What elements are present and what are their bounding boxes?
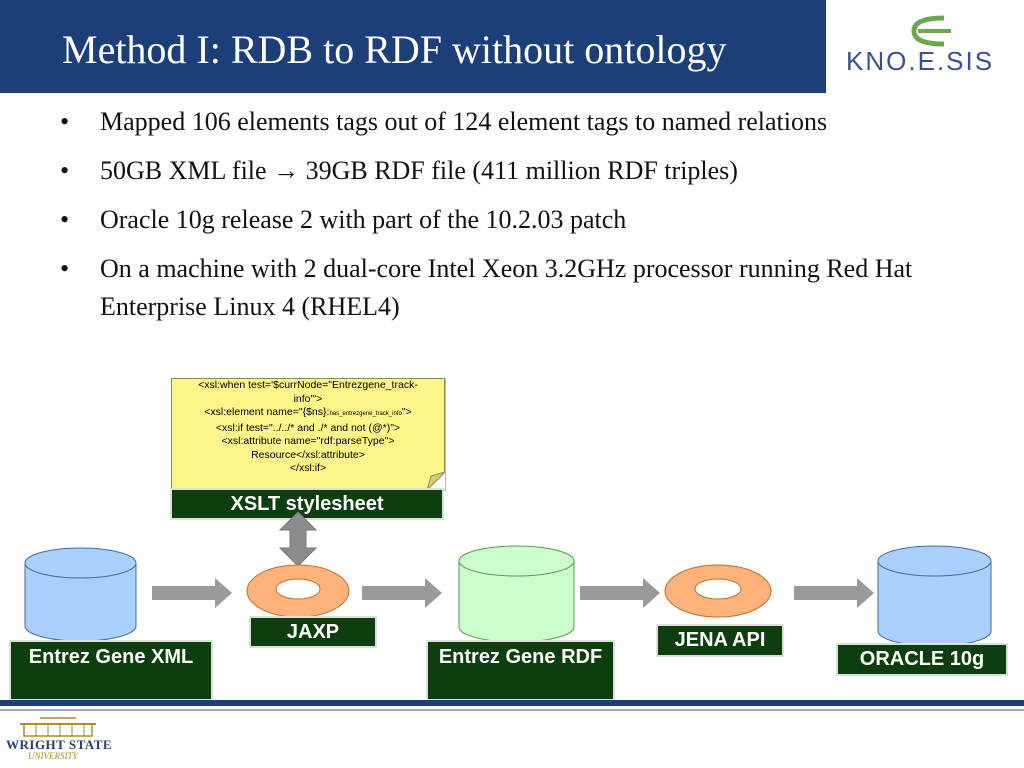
bullet-dot-icon: • xyxy=(60,156,70,185)
knoesis-logo xyxy=(826,0,1024,93)
pipeline-diagram xyxy=(24,511,992,647)
code-line: <xsl:element name="{$ns}:has_entrezgene_… xyxy=(172,406,444,422)
arrow-right-icon xyxy=(362,578,442,608)
oracle-10g-label: ORACLE 10g xyxy=(836,643,1008,676)
arrow-right-icon xyxy=(152,578,232,608)
xslt-stylesheet-label: XSLT stylesheet xyxy=(170,488,444,520)
building-icon xyxy=(20,717,96,737)
code-fragment: has_entrezgene_track_info xyxy=(329,411,402,417)
university-name: WRIGHT STATE xyxy=(6,737,113,752)
footer-rule xyxy=(0,700,1024,706)
bullet-item: • 50GB XML file → 39GB RDF file (411 mill… xyxy=(58,152,978,190)
double-arrow-icon xyxy=(278,511,318,567)
footer-rule-thin xyxy=(0,709,1024,711)
entrez-gene-rdf-label: Entrez Gene RDF xyxy=(426,640,615,701)
code-fragment: <xsl:element name="{$ns}: xyxy=(204,406,330,418)
jena-api-label: JENA API xyxy=(656,624,784,657)
oracle-database-icon xyxy=(877,545,992,647)
jena-processor-icon xyxy=(664,564,772,618)
code-fragment: "> xyxy=(401,406,412,418)
slide-title: Method I: RDB to RDF without ontology xyxy=(62,27,727,72)
wright-state-logo: WRIGHT STATE UNIVERSITY xyxy=(6,716,112,761)
arrow-right-icon xyxy=(794,578,874,608)
xslt-code-note: <xsl:when test='$currNode="Entrezgene_tr… xyxy=(171,378,445,490)
bullet-dot-icon: • xyxy=(60,254,70,283)
bullet-item: • Oracle 10g release 2 with part of the 1… xyxy=(58,201,978,239)
code-line: Resource</xsl:attribute> xyxy=(251,448,365,461)
code-line: <xsl:attribute name="rdf:parseType"> xyxy=(221,435,395,447)
bullet-list: • Mapped 106 elements tags out of 124 ele… xyxy=(58,103,978,337)
knoesis-logo-mark xyxy=(911,15,951,47)
code-line: <xsl:if test="../../* and ./* and not (@… xyxy=(215,421,401,434)
entrez-gene-xml-label: Entrez Gene XML xyxy=(9,640,213,701)
jaxp-label: JAXP xyxy=(249,616,377,648)
bullet-item: • On a machine with 2 dual-core Intel Xeo… xyxy=(58,250,978,326)
knoesis-logo-text: KNO.E.SIS xyxy=(846,46,995,76)
code-line: info"'> xyxy=(293,392,323,405)
entrez-xml-database-icon xyxy=(24,547,137,642)
jaxp-processor-icon xyxy=(246,564,350,618)
arrow-right-icon xyxy=(580,578,660,608)
bullet-dot-icon: • xyxy=(60,205,70,234)
bullet-dot-icon: • xyxy=(60,107,70,136)
bullet-text: Mapped 106 elements tags out of 124 elem… xyxy=(100,107,828,136)
folded-corner-icon xyxy=(427,472,445,490)
university-subtitle: UNIVERSITY xyxy=(28,751,78,761)
entrez-rdf-database-icon xyxy=(458,545,575,643)
code-line: <xsl:when test='$currNode="Entrezgene_tr… xyxy=(198,379,418,391)
bullet-text: 50GB XML file → 39GB RDF file (411 milli… xyxy=(100,156,738,185)
code-line: </xsl:if> xyxy=(289,462,327,474)
bullet-text: Oracle 10g release 2 with part of the 10… xyxy=(100,205,627,234)
bullet-text: On a machine with 2 dual-core Intel Xeon… xyxy=(100,254,913,321)
bullet-item: • Mapped 106 elements tags out of 124 ele… xyxy=(58,103,978,141)
